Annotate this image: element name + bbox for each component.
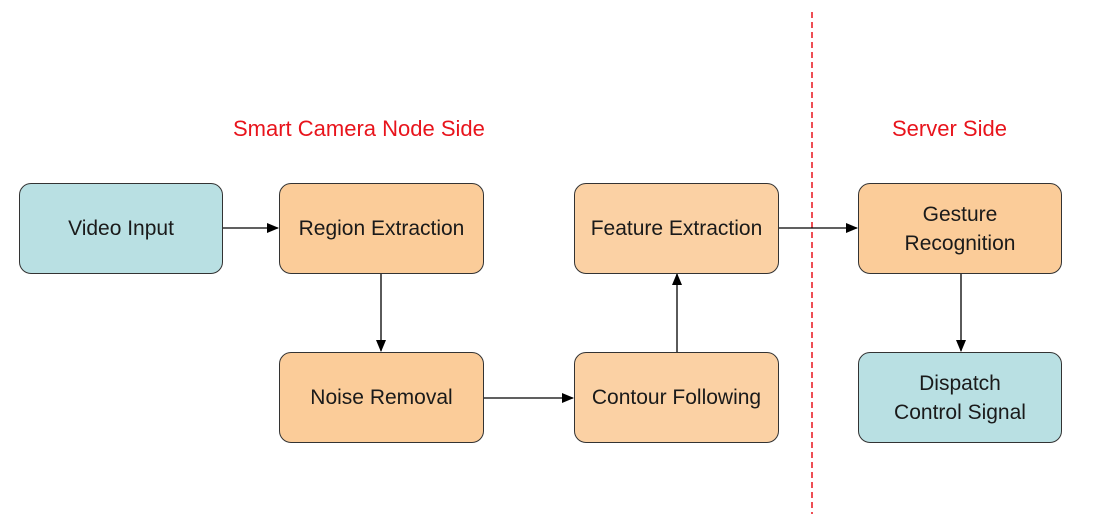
dispatch-control-signal-node: Dispatch Control Signal <box>858 352 1062 443</box>
contour-following-node: Contour Following <box>574 352 779 443</box>
smart-camera-node-side-label: Smart Camera Node Side <box>233 116 485 141</box>
video-input-node: Video Input <box>19 183 223 274</box>
feature-extraction-node: Feature Extraction <box>574 183 779 274</box>
gesture-recognition-node: Gesture Recognition <box>858 183 1062 274</box>
noise-removal-node: Noise Removal <box>279 352 484 443</box>
server-side-label: Server Side <box>892 116 1007 141</box>
region-extraction-node: Region Extraction <box>279 183 484 274</box>
